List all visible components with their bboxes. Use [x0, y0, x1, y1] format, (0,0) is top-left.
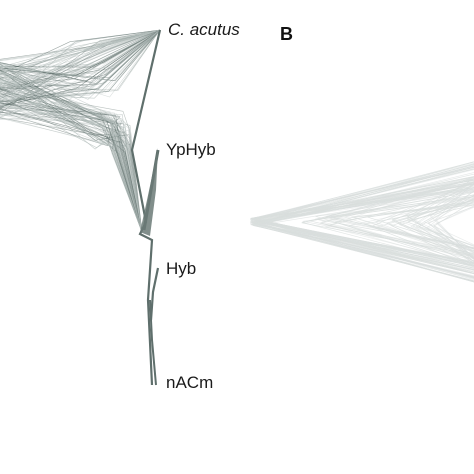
tree-line [0, 29, 161, 233]
tree-line [0, 29, 161, 233]
faint-tree-line [255, 167, 474, 263]
taxon-label-c-acutus: C. acutus [168, 20, 240, 39]
tree-line [0, 29, 161, 233]
tree-line [0, 29, 161, 233]
tree-line [0, 29, 161, 233]
tree-line [0, 29, 161, 233]
tree-bundle-right-faint [249, 161, 474, 283]
faint-tree-line [250, 179, 474, 275]
tree-line [0, 29, 161, 233]
tree-line [0, 29, 161, 233]
tree-line [0, 29, 161, 233]
tree-line [0, 29, 161, 233]
tree-bundle-left [0, 29, 161, 233]
tree-line [0, 29, 161, 233]
tree-line [0, 29, 161, 233]
tree-line [0, 29, 161, 233]
faint-tree-line [251, 167, 474, 265]
taxon-label-yphyb: YpHyb [166, 140, 216, 159]
tree-line [0, 29, 161, 233]
tree-line [0, 29, 161, 233]
tree-line [0, 29, 161, 233]
panel-letter: B [280, 24, 293, 44]
tree-line [0, 29, 161, 233]
tree-line [0, 29, 161, 233]
tree-line [0, 29, 161, 233]
tree-line [0, 29, 161, 233]
tree-line [0, 29, 161, 233]
faint-tree-line [250, 161, 474, 280]
tree-line [0, 29, 161, 233]
taxon-label-nacm: nACm [166, 373, 214, 392]
tree-line [0, 29, 161, 233]
tree-core [130, 29, 162, 386]
taxon-label-hyb: Hyb [166, 259, 197, 278]
tree-line [0, 29, 161, 233]
tree-line [0, 29, 161, 233]
tree-line [0, 29, 161, 233]
tree-line [0, 29, 161, 233]
